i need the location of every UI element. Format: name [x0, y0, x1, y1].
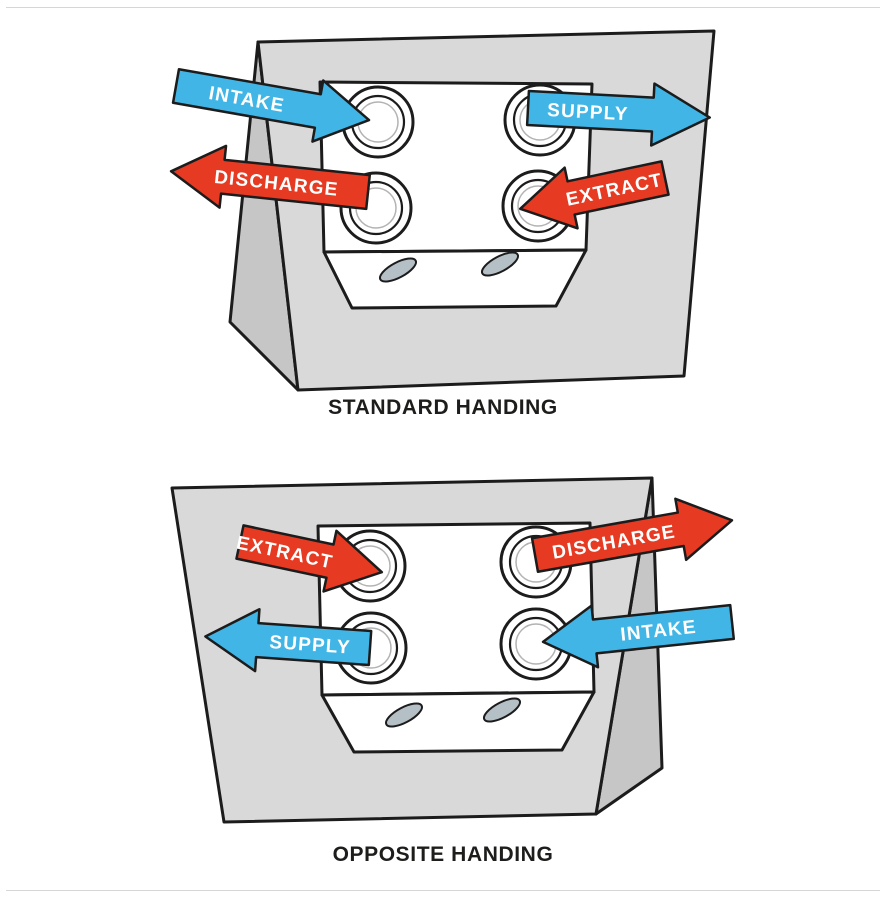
page-border-bottom [6, 890, 880, 891]
opposite-handing-figure: EXTRACT DISCHARGE SUPPLY INTAKE [170, 476, 736, 824]
panel-latch-left [384, 702, 424, 728]
supply-arrow-shape [525, 82, 712, 147]
supply-arrow-label: SUPPLY [547, 100, 629, 125]
front-access-panel [320, 690, 596, 754]
intake-arrow-shape [171, 68, 371, 143]
front-access-panel [322, 248, 588, 310]
page-border-top [6, 7, 880, 8]
opposite-handing-caption: OPPOSITE HANDING [332, 843, 554, 866]
supply-arrow: SUPPLY [204, 607, 373, 673]
spigot-bottom-right [499, 607, 573, 681]
panel-latch-left [378, 257, 418, 283]
extract-arrow-shape [235, 524, 384, 593]
discharge-arrow: DISCHARGE [530, 497, 734, 573]
discharge-arrow-shape [169, 144, 372, 211]
supply-arrow-shape [204, 607, 373, 673]
intake-arrow: INTAKE [541, 603, 736, 669]
standard-handing-figure: INTAKE SUPPLY DISCHARGE EXTRACT [169, 29, 716, 392]
extract-arrow-shape [518, 160, 670, 230]
standard-handing-caption: STANDARD HANDING [328, 396, 558, 419]
discharge-arrow: DISCHARGE [169, 144, 372, 211]
supply-arrow: SUPPLY [525, 82, 712, 147]
panel-latch-right [482, 697, 522, 723]
panel-latch-right [480, 251, 520, 277]
intake-arrow-shape [541, 603, 736, 669]
discharge-arrow-shape [530, 497, 734, 573]
intake-arrow: INTAKE [171, 68, 371, 143]
